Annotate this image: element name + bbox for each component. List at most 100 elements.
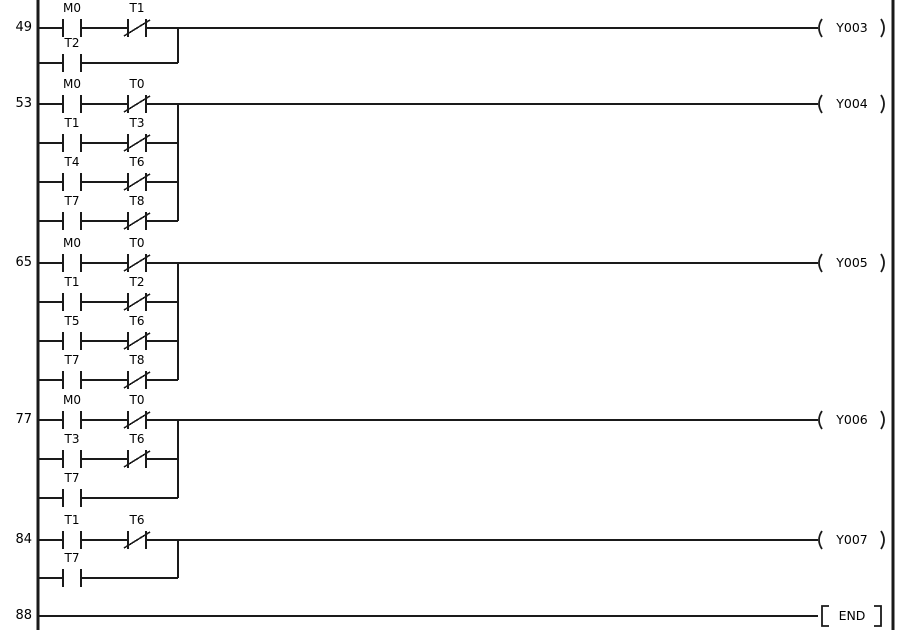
output-label-END: END — [838, 608, 866, 623]
contact-T8-nc[interactable] — [123, 371, 151, 389]
contact-T2-no[interactable] — [62, 54, 82, 72]
rung-step-number: 88 — [15, 608, 32, 623]
contact-label-T6: T6 — [129, 314, 145, 328]
contact-label-T1: T1 — [129, 1, 145, 15]
output-Y006[interactable] — [818, 410, 885, 430]
coil-left-paren — [818, 94, 823, 114]
output-label-Y005: Y005 — [836, 255, 868, 270]
output-Y005[interactable] — [818, 253, 885, 273]
contact-label-T2: T2 — [64, 36, 80, 50]
contact-T8-nc[interactable] — [123, 212, 151, 230]
contact-nc-slash — [123, 332, 151, 350]
coil-right-paren — [880, 94, 885, 114]
contact-label-T0: T0 — [129, 77, 145, 91]
rung-step-number: 77 — [15, 412, 32, 427]
contact-label-T0: T0 — [129, 393, 145, 407]
contact-T7-no[interactable] — [62, 212, 82, 230]
contact-label-T1: T1 — [64, 513, 80, 527]
contact-T6-nc[interactable] — [123, 173, 151, 191]
rung-step-number: 49 — [15, 20, 32, 35]
coil-left-paren — [818, 530, 823, 550]
contact-label-T0: T0 — [129, 236, 145, 250]
contact-label-T3: T3 — [64, 432, 80, 446]
contact-label-T2: T2 — [129, 275, 145, 289]
contact-label-M0: M0 — [63, 393, 81, 407]
contact-label-M0: M0 — [63, 236, 81, 250]
contact-T6-nc[interactable] — [123, 450, 151, 468]
coil-right-paren — [880, 18, 885, 38]
rung-49 — [38, 18, 885, 72]
contact-M0-no[interactable] — [62, 254, 82, 272]
contact-nc-slash — [123, 293, 151, 311]
contact-label-T1: T1 — [64, 275, 80, 289]
rung-step-number: 84 — [15, 532, 32, 547]
contact-nc-slash — [123, 531, 151, 549]
contact-T0-nc[interactable] — [123, 254, 151, 272]
output-Y007[interactable] — [818, 530, 885, 550]
rung-step-number: 53 — [15, 96, 32, 111]
rung-65 — [38, 253, 885, 389]
contact-nc-slash — [123, 173, 151, 191]
contact-T3-nc[interactable] — [123, 134, 151, 152]
rung-88 — [38, 605, 882, 627]
contact-label-T4: T4 — [64, 155, 80, 169]
coil-left-paren — [818, 253, 823, 273]
coil-right-paren — [880, 530, 885, 550]
contact-nc-slash — [123, 212, 151, 230]
contact-nc-slash — [123, 411, 151, 429]
output-Y003[interactable] — [818, 18, 885, 38]
contact-T7-no[interactable] — [62, 569, 82, 587]
contact-T1-no[interactable] — [62, 134, 82, 152]
coil-right-paren — [880, 410, 885, 430]
contact-M0-no[interactable] — [62, 19, 82, 37]
instruction-left-bracket — [821, 605, 829, 627]
contact-label-T1: T1 — [64, 116, 80, 130]
output-END[interactable] — [821, 605, 882, 627]
contact-label-T7: T7 — [64, 353, 80, 367]
rung-84 — [38, 530, 885, 587]
contact-M0-no[interactable] — [62, 95, 82, 113]
contact-T2-nc[interactable] — [123, 293, 151, 311]
rung-77 — [38, 410, 885, 507]
output-label-Y004: Y004 — [836, 96, 868, 111]
contact-T3-no[interactable] — [62, 450, 82, 468]
output-label-Y003: Y003 — [836, 20, 868, 35]
contact-M0-no[interactable] — [62, 411, 82, 429]
coil-left-paren — [818, 18, 823, 38]
contact-label-M0: M0 — [63, 1, 81, 15]
contact-nc-slash — [123, 371, 151, 389]
contact-T4-no[interactable] — [62, 173, 82, 191]
contact-label-T7: T7 — [64, 471, 80, 485]
output-Y004[interactable] — [818, 94, 885, 114]
contact-T6-nc[interactable] — [123, 332, 151, 350]
contact-label-T6: T6 — [129, 155, 145, 169]
contact-T7-no[interactable] — [62, 489, 82, 507]
contact-T5-no[interactable] — [62, 332, 82, 350]
contact-label-T6: T6 — [129, 432, 145, 446]
rung-53 — [38, 94, 885, 230]
contact-label-T7: T7 — [64, 551, 80, 565]
contact-nc-slash — [123, 134, 151, 152]
contact-T7-no[interactable] — [62, 371, 82, 389]
output-label-Y006: Y006 — [836, 412, 868, 427]
contact-T1-nc[interactable] — [123, 19, 151, 37]
contact-label-T5: T5 — [64, 314, 80, 328]
contact-nc-slash — [123, 19, 151, 37]
contact-nc-slash — [123, 450, 151, 468]
contact-label-T7: T7 — [64, 194, 80, 208]
contact-nc-slash — [123, 254, 151, 272]
contact-T1-no[interactable] — [62, 531, 82, 549]
contact-T6-nc[interactable] — [123, 531, 151, 549]
contact-T0-nc[interactable] — [123, 411, 151, 429]
contact-T1-no[interactable] — [62, 293, 82, 311]
contact-T0-nc[interactable] — [123, 95, 151, 113]
instruction-right-bracket — [874, 605, 882, 627]
contact-label-T8: T8 — [129, 194, 145, 208]
output-label-Y007: Y007 — [836, 532, 868, 547]
contact-label-T6: T6 — [129, 513, 145, 527]
coil-right-paren — [880, 253, 885, 273]
contact-label-M0: M0 — [63, 77, 81, 91]
contact-label-T3: T3 — [129, 116, 145, 130]
